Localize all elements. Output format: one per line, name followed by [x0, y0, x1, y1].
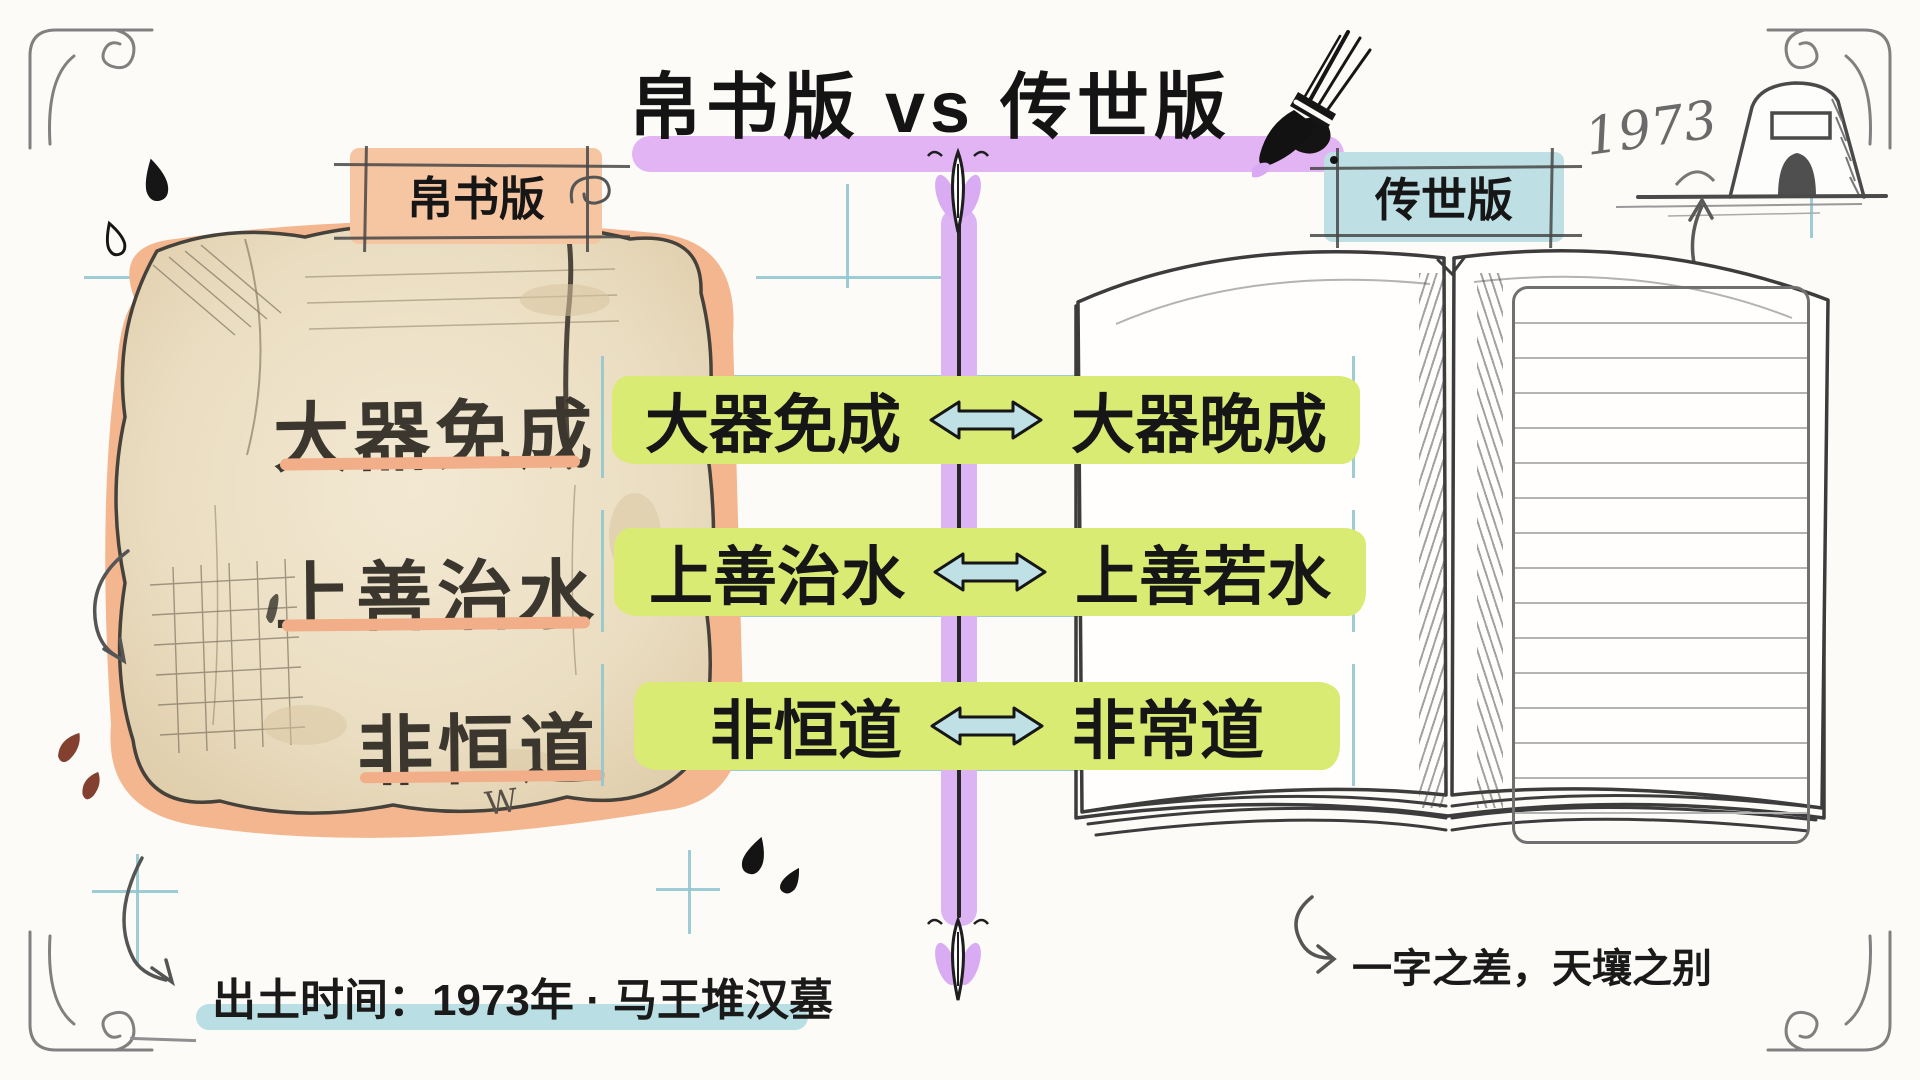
- silk-manuscript: 大器免成 上善治水 非恒道 W: [95, 205, 745, 845]
- book-spine-hatch: [1419, 273, 1445, 808]
- tomb-year-text: 1973: [1581, 90, 1720, 168]
- manuscript-line: 非恒道: [356, 704, 601, 797]
- divider-ornament-icon: [927, 915, 989, 1001]
- curved-arrow-icon: [92, 549, 130, 665]
- double-arrow-icon: [933, 552, 1047, 592]
- manuscript-term: 大器免成: [645, 389, 901, 461]
- book-ruled-page: [1512, 286, 1810, 844]
- book-spine-hatch: [1477, 273, 1503, 808]
- ink-drop-icon: [145, 158, 169, 202]
- arrow-to-remark-icon: [1294, 895, 1337, 974]
- grid-line: [688, 850, 691, 934]
- spiral-doodle-icon: [569, 175, 611, 205]
- title-highlight: [632, 136, 1344, 172]
- transmitted-term: 非常道: [1072, 695, 1264, 767]
- manuscript-term: 上善治水: [649, 541, 905, 613]
- brush-icon: [1252, 30, 1372, 178]
- comparison-row: 非恒道 非常道: [634, 682, 1340, 770]
- grid-tick: [601, 664, 604, 786]
- tomb-sketch-icon: 1973: [1581, 81, 1888, 217]
- frame-line: [1336, 148, 1339, 248]
- frame-line: [586, 146, 589, 252]
- comparison-row: 大器免成 大器晚成: [612, 376, 1360, 464]
- corner-flourish-icon: [28, 930, 154, 1052]
- transmitted-term: 上善若水: [1075, 541, 1331, 613]
- left-version-label-text: 帛书版: [407, 173, 545, 225]
- grid-line: [846, 184, 849, 288]
- frame-line: [1310, 234, 1582, 237]
- grid-line: [656, 888, 720, 891]
- red-drop-icon: [58, 732, 100, 800]
- transmitted-term: 大器晚成: [1071, 389, 1327, 461]
- grid-line: [1810, 198, 1813, 238]
- grid-line: [136, 854, 139, 966]
- comparison-row: 上善治水 上善若水: [614, 528, 1366, 616]
- ink-drop-icon: [741, 836, 800, 894]
- right-version-label-text: 传世版: [1375, 174, 1513, 226]
- grid-tick: [601, 510, 604, 632]
- corner-flourish-icon: [28, 28, 154, 150]
- ink-drop-icon: [105, 220, 127, 257]
- manuscript-term: 非恒道: [710, 695, 902, 767]
- grid-tick: [1352, 664, 1355, 786]
- page-title: 帛书版 vs 传世版: [628, 68, 1232, 148]
- corner-flourish-icon: [1766, 28, 1892, 150]
- corner-flourish-icon: [1766, 930, 1892, 1052]
- grid-line: [92, 890, 178, 893]
- double-arrow-icon: [929, 400, 1043, 440]
- grid-tick: [601, 356, 604, 478]
- excavation-note: 出土时间：1973年 · 马王堆汉墓: [212, 976, 833, 1025]
- remark-note: 一字之差，天壤之别: [1352, 947, 1712, 991]
- arrow-to-excavation-icon: [122, 856, 175, 987]
- double-arrow-icon: [930, 706, 1044, 746]
- manuscript-mark: W: [482, 780, 521, 824]
- excavation-highlight: [196, 1004, 808, 1030]
- parchment-illustration: [105, 221, 744, 838]
- divider-ornament-icon: [927, 147, 989, 233]
- grid-line: [756, 276, 956, 279]
